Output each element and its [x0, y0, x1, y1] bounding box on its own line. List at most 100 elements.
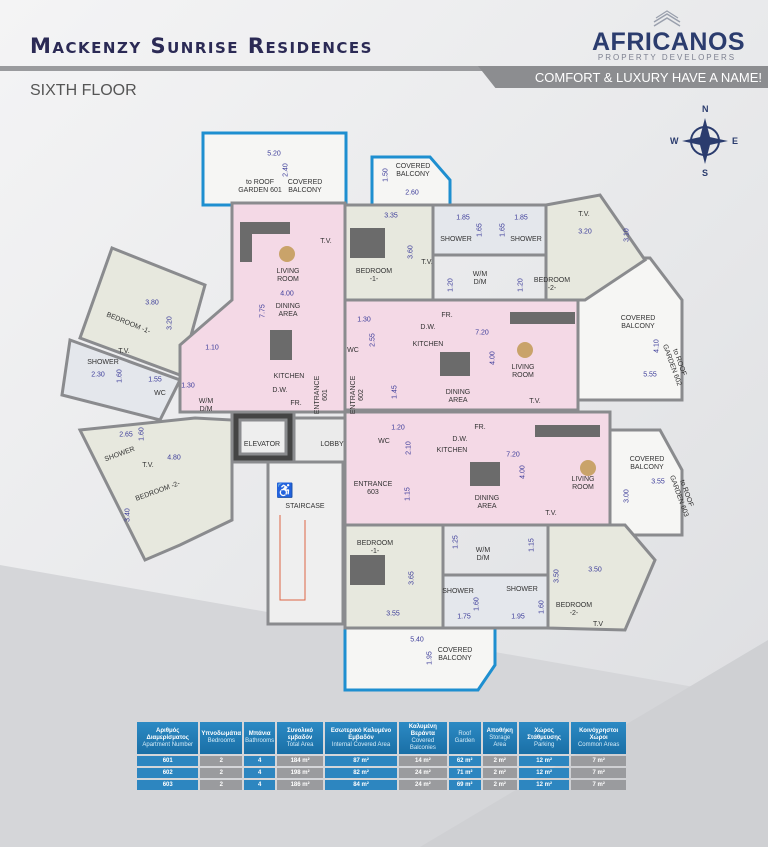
room-label: FR.	[290, 400, 302, 407]
dimension: 3.50	[553, 569, 561, 583]
dimension: 1.30	[181, 382, 195, 390]
room-label: T.V.	[320, 238, 332, 245]
dimension: 1.65	[499, 223, 507, 237]
room-label: W/M D/M	[198, 398, 214, 413]
dimension: 4.10	[653, 339, 661, 353]
room-label: T.V.	[118, 348, 130, 355]
room-label: KITCHEN	[412, 341, 444, 348]
room-label: FR.	[474, 424, 486, 431]
africanos-logo: AFRICANOS PROPERTY DEVELOPERS	[592, 10, 745, 62]
room-label: STAIRCASE	[285, 503, 325, 510]
table-cell: 24 m²	[399, 768, 447, 778]
table-cell: 4	[244, 756, 276, 766]
dimension: 2.60	[405, 189, 419, 197]
table-cell: 186 m²	[277, 780, 324, 790]
dimension: 3.20	[166, 316, 174, 330]
room-label: D.W.	[420, 324, 436, 331]
header-greek: Μπάνια	[248, 731, 271, 737]
room-label: LOBBY	[320, 441, 344, 448]
dimension: 1.85	[456, 214, 470, 222]
header-english: Storage Area	[489, 734, 511, 748]
room-label: COVERED BALCONY	[287, 179, 323, 194]
compass-s: S	[702, 168, 709, 178]
header-english: Internal Covered Area	[331, 741, 391, 748]
dimension: 1.60	[116, 369, 124, 383]
dimension: 3.60	[407, 245, 415, 259]
header-greek: Καλυμένη Βεράντα	[408, 724, 437, 737]
dimension: 7.20	[475, 329, 489, 337]
room-label: ENTRANCE 601	[314, 375, 329, 415]
room-label: T.V.	[545, 510, 557, 517]
dimension: 3.35	[384, 212, 398, 220]
room-label: DINING AREA	[474, 495, 500, 510]
table-header: Roof Garden	[448, 722, 481, 754]
table-cell: 62 m²	[448, 756, 481, 766]
dimension: 1.95	[426, 651, 434, 665]
room-label: COVERED BALCONY	[620, 315, 656, 330]
room-label: KITCHEN	[436, 447, 468, 454]
table-cell: 2 m²	[482, 768, 517, 778]
dimension: 1.45	[391, 385, 399, 399]
dimension: 1.55	[148, 376, 162, 384]
table-cell: 4	[244, 768, 276, 778]
table-cell: 2 m²	[482, 756, 517, 766]
room-label: SHOWER	[442, 588, 474, 595]
header-english: Roof Garden	[454, 731, 475, 744]
table-cell: 2 m²	[482, 780, 517, 790]
table-cell: 2	[200, 768, 243, 778]
room-label: DINING AREA	[275, 303, 301, 318]
room-label: BEDROOM -2-	[533, 277, 571, 292]
roof-chevron-icon	[653, 10, 681, 27]
header-greek: Κοινόχρηστοι Χώροι	[579, 727, 619, 741]
room-label: ELEVATOR	[243, 441, 281, 448]
dimension: 5.20	[267, 150, 281, 158]
header-greek: Αποθήκη	[486, 727, 513, 734]
room-label: to ROOF GARDEN 601	[238, 179, 282, 194]
table-cell: 82 m²	[325, 768, 397, 778]
dimension: 3.80	[145, 299, 159, 307]
room-label: LIVING ROOM	[276, 268, 300, 283]
dimension: 1.30	[357, 316, 371, 324]
dimension: 1.60	[538, 600, 546, 614]
dimension: 3.65	[408, 571, 416, 585]
table-cell: 602	[137, 768, 199, 778]
dimension: 3.50	[588, 566, 602, 574]
compass-n: N	[702, 104, 709, 114]
table-cell: 14 m²	[399, 756, 447, 766]
table-cell: 7 m²	[571, 756, 626, 766]
dimension: 3.55	[386, 610, 400, 618]
dimension: 1.20	[391, 424, 405, 432]
table-cell: 84 m²	[325, 780, 397, 790]
room-label: WC	[154, 390, 166, 397]
table-cell: 87 m²	[325, 756, 397, 766]
room-label: ENTRANCE 602	[350, 375, 365, 415]
header-english: Covered Balconies	[409, 738, 436, 751]
room-label: D.W.	[272, 387, 288, 394]
dimension: 4.00	[519, 465, 527, 479]
dimension: 5.40	[410, 636, 424, 644]
table-cell: 7 m²	[571, 780, 626, 790]
table-cell: 2	[200, 780, 243, 790]
header-greek: Υπνοδωμάτια	[201, 731, 242, 737]
room-label: SHOWER	[440, 236, 472, 243]
header-english: Apartment Number	[142, 741, 194, 748]
table-cell: 12 m²	[518, 768, 570, 778]
dimension: 1.60	[473, 597, 481, 611]
room-label: BEDROOM -1-	[356, 540, 394, 555]
room-label: LIVING ROOM	[571, 476, 595, 491]
dimension: 1.75	[457, 613, 471, 621]
dimension: 1.15	[528, 538, 536, 552]
table-cell: 184 m²	[277, 756, 324, 766]
header-english: Common Areas	[577, 741, 620, 748]
table-cell: 24 m²	[399, 780, 447, 790]
dimension: 1.95	[511, 613, 525, 621]
compass-w: W	[670, 136, 679, 146]
